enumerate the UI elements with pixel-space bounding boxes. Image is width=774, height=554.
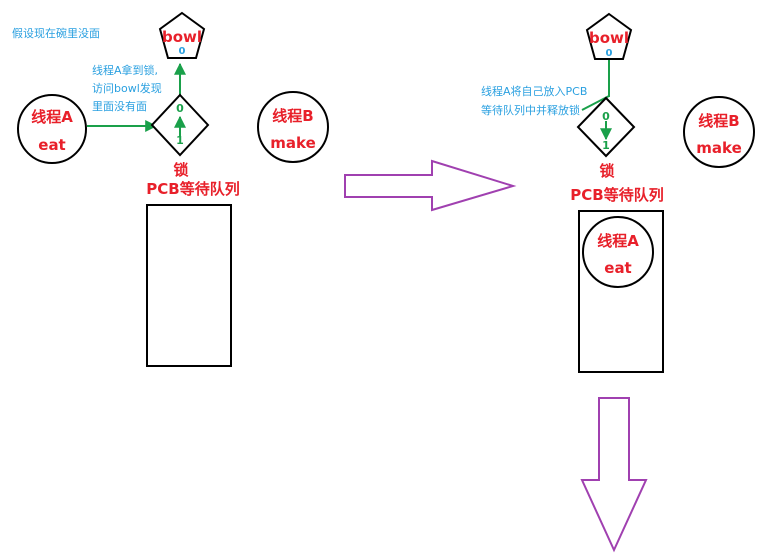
left-thread-b-action: make <box>270 134 316 152</box>
transition-down-arrow <box>580 397 648 553</box>
right-queue-label: PCB等待队列 <box>570 186 663 204</box>
queued-thread-a-action: eat <box>604 259 631 277</box>
left-note: 假设现在碗里没面 <box>12 26 100 40</box>
right-lock-label: 锁 <box>599 162 614 180</box>
left-bowl-shape <box>158 11 206 59</box>
left-scene: 假设现在碗里没面 bowl 0 线程A拿到锁, 访问bowl发现 里面没有面 0… <box>12 11 329 367</box>
transition-right-arrow <box>344 159 517 212</box>
left-bowl-count: 0 <box>179 46 186 57</box>
left-thread-a-action: eat <box>38 136 65 154</box>
right-scene: bowl 0 线程A将自己放入PCB 等待队列中并释放锁 0 1 锁 线程B m… <box>481 12 755 373</box>
left-thread-a-circle <box>17 94 87 164</box>
right-action-line-2: 等待队列中并释放锁 <box>481 103 580 117</box>
right-thread-b-circle <box>683 96 755 168</box>
right-thread-b-name: 线程B <box>698 112 739 130</box>
left-lock-bottom-value: 1 <box>176 134 184 147</box>
left-action-line-2: 访问bowl发现 <box>92 81 162 95</box>
right-bowl-shape <box>585 12 633 60</box>
left-thread-b-circle <box>257 91 329 163</box>
left-action-line-3: 里面没有面 <box>92 99 147 113</box>
left-lock-top-value: 0 <box>176 102 184 115</box>
right-lock-top-value: 0 <box>602 110 610 123</box>
right-thread-b-action: make <box>696 139 742 157</box>
right-bowl-label: bowl <box>589 29 629 47</box>
left-pcb-queue <box>146 204 232 367</box>
left-thread-b-name: 线程B <box>272 107 313 125</box>
left-queue-label: PCB等待队列 <box>146 180 239 198</box>
left-bowl-label: bowl <box>162 28 202 46</box>
left-action-line-1: 线程A拿到锁, <box>92 63 158 77</box>
right-bowl-count: 0 <box>606 48 613 59</box>
right-lock-bottom-value: 1 <box>602 139 610 152</box>
right-action-line-1: 线程A将自己放入PCB <box>481 84 587 98</box>
left-lock-label: 锁 <box>173 161 188 179</box>
queued-thread-a-name: 线程A <box>597 232 639 250</box>
queued-thread-a-circle <box>582 216 654 288</box>
left-thread-a-name: 线程A <box>31 108 73 126</box>
